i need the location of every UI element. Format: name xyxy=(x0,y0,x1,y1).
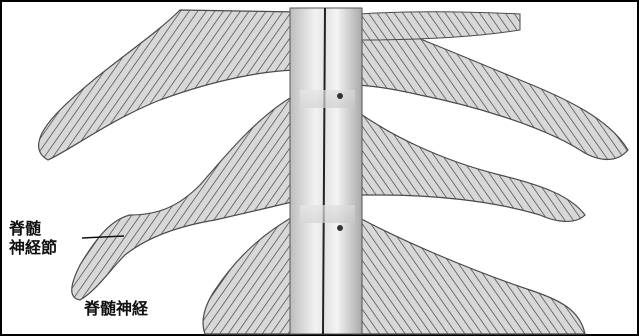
spinal-cord xyxy=(290,8,362,334)
spinal-nerve-label: 脊髄神経 xyxy=(84,299,148,318)
spinal-ganglion-label-line1: 脊髄 xyxy=(9,219,41,238)
spinal-ganglion-label-line2: 神経節 xyxy=(9,238,57,257)
